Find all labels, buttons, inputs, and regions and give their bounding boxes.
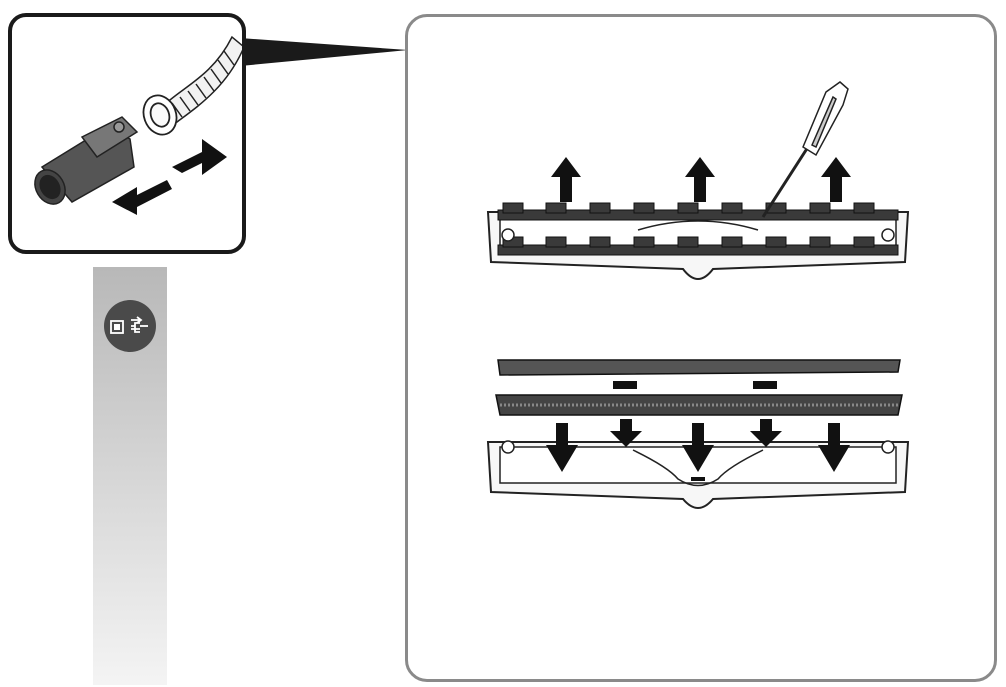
hose-body bbox=[160, 35, 242, 123]
connect-arrows bbox=[112, 139, 227, 215]
screwdriver-icon bbox=[761, 81, 849, 218]
arrow-down-2 bbox=[610, 419, 642, 447]
arrow-down-3 bbox=[682, 423, 714, 472]
brush-replacement-panel bbox=[405, 14, 997, 682]
arrow-right bbox=[172, 139, 227, 175]
arrow-up-left bbox=[551, 157, 581, 202]
arrow-left bbox=[112, 180, 172, 215]
hose-disconnect-panel bbox=[8, 13, 246, 254]
unplug-power-icon bbox=[104, 300, 156, 352]
arrow-down-4 bbox=[750, 419, 782, 447]
new-strip-upper bbox=[497, 359, 901, 389]
arrow-up-center bbox=[685, 157, 715, 202]
nozzle-top bbox=[486, 202, 910, 280]
hose-connector-icon bbox=[34, 35, 242, 215]
arrow-up-right bbox=[821, 157, 851, 202]
hose-cuff bbox=[142, 94, 178, 136]
lift-arrows bbox=[551, 157, 851, 202]
tube-connector bbox=[34, 116, 139, 205]
new-strip-lower bbox=[495, 394, 903, 416]
callout-pointer bbox=[240, 38, 408, 66]
arrow-down-5 bbox=[818, 423, 850, 472]
insert-arrows bbox=[546, 419, 850, 472]
arrow-down-1 bbox=[546, 423, 578, 472]
step-bar bbox=[93, 267, 167, 685]
